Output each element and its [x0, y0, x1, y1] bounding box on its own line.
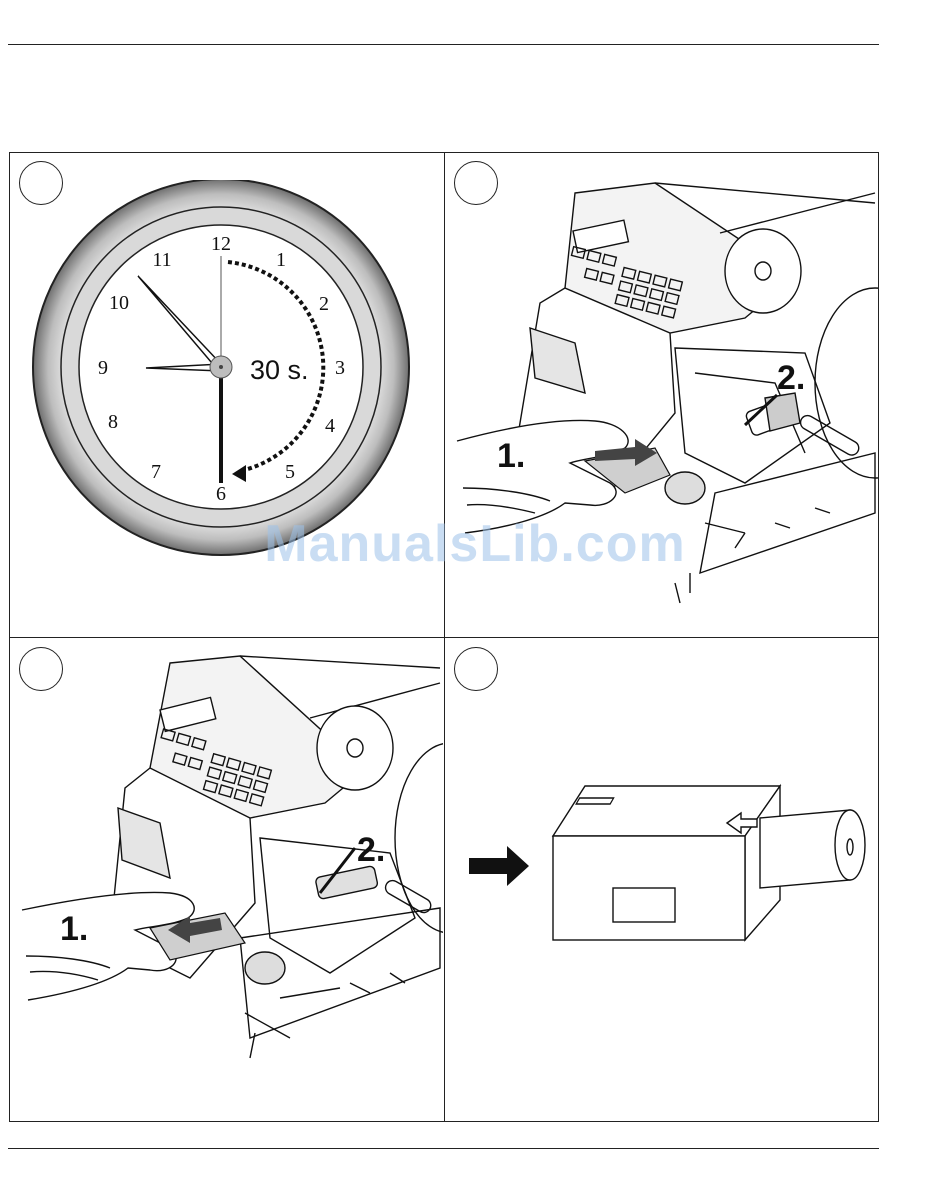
step-2-label: 2.	[777, 359, 805, 397]
clock-number-11: 11	[152, 249, 171, 271]
clock-number-7: 7	[151, 461, 161, 483]
media-roll-core	[847, 839, 853, 855]
proceed-arrow	[469, 846, 529, 886]
printer-top	[553, 786, 780, 836]
step-2-label-remove: 2.	[357, 831, 385, 869]
clock-number-6: 6	[216, 483, 226, 505]
clock-number-8: 8	[108, 411, 118, 433]
step-1-label-remove: 1.	[60, 910, 88, 948]
clock-number-4: 4	[325, 415, 335, 437]
clock-number-12: 12	[211, 233, 231, 255]
clock-number-2: 2	[319, 293, 329, 315]
clock-hub-pin	[219, 365, 223, 369]
clock-number-10: 10	[109, 292, 129, 314]
clock-illustration: 12 1 2 3 4 5 6 7 8 9 10 11 30 s.	[20, 180, 430, 570]
printer-insert-illustration: 1. 2.	[445, 153, 878, 636]
clock-number-5: 5	[285, 461, 295, 483]
bottom-rule	[8, 1148, 879, 1149]
clock-number-3: 3	[335, 357, 345, 379]
clock-number-9: 9	[98, 357, 108, 379]
clock-number-1: 1	[276, 249, 286, 271]
printer-reload-diagram	[445, 638, 878, 1121]
printer-display	[576, 798, 613, 804]
step-1-label: 1.	[497, 437, 525, 475]
printer-remove-illustration: 1. 2.	[10, 638, 443, 1121]
printer-front-panel	[613, 888, 675, 922]
top-rule	[8, 44, 879, 45]
duration-label: 30 s.	[250, 355, 309, 385]
